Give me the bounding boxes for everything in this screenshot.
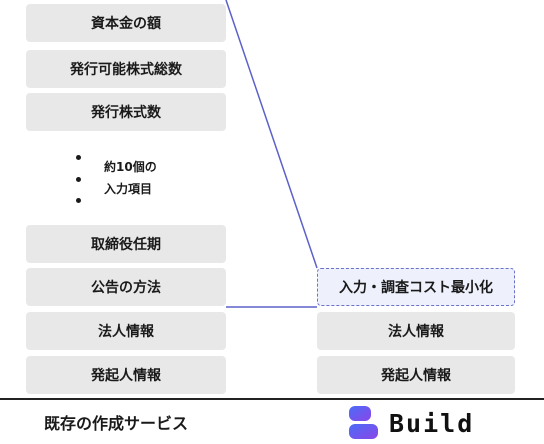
- bullet-dot: [76, 155, 81, 160]
- bottom-divider: [0, 398, 544, 400]
- item-corporate-info-right: 法人情報: [317, 312, 515, 350]
- bullet-dot: [76, 198, 81, 203]
- item-issued-shares: 発行株式数: [26, 93, 226, 131]
- item-promoter-info-left: 発起人情報: [26, 356, 226, 394]
- item-public-notice-method: 公告の方法: [26, 268, 226, 306]
- item-capital-amount: 資本金の額: [26, 4, 226, 42]
- bullet-line-2: 入力項目: [104, 182, 153, 196]
- highlight-minimize-cost: 入力・調査コスト最小化: [317, 268, 515, 306]
- bullet-dot: [76, 177, 81, 182]
- build-logo-text: Build: [389, 408, 475, 438]
- item-promoter-info-right: 発起人情報: [317, 356, 515, 394]
- bullet-list: [76, 150, 86, 206]
- existing-service-caption: 既存の作成サービス: [44, 414, 189, 433]
- build-logo: Build: [349, 406, 474, 440]
- upper-connector-line: [225, 0, 318, 269]
- bullet-line-1: 約10個の: [104, 160, 157, 174]
- item-authorized-shares: 発行可能株式総数: [26, 50, 226, 88]
- bullet-text: 約10個の 入力項目: [104, 156, 157, 200]
- build-logo-icon: [349, 406, 378, 439]
- item-director-term: 取締役任期: [26, 225, 226, 263]
- item-corporate-info-left: 法人情報: [26, 312, 226, 350]
